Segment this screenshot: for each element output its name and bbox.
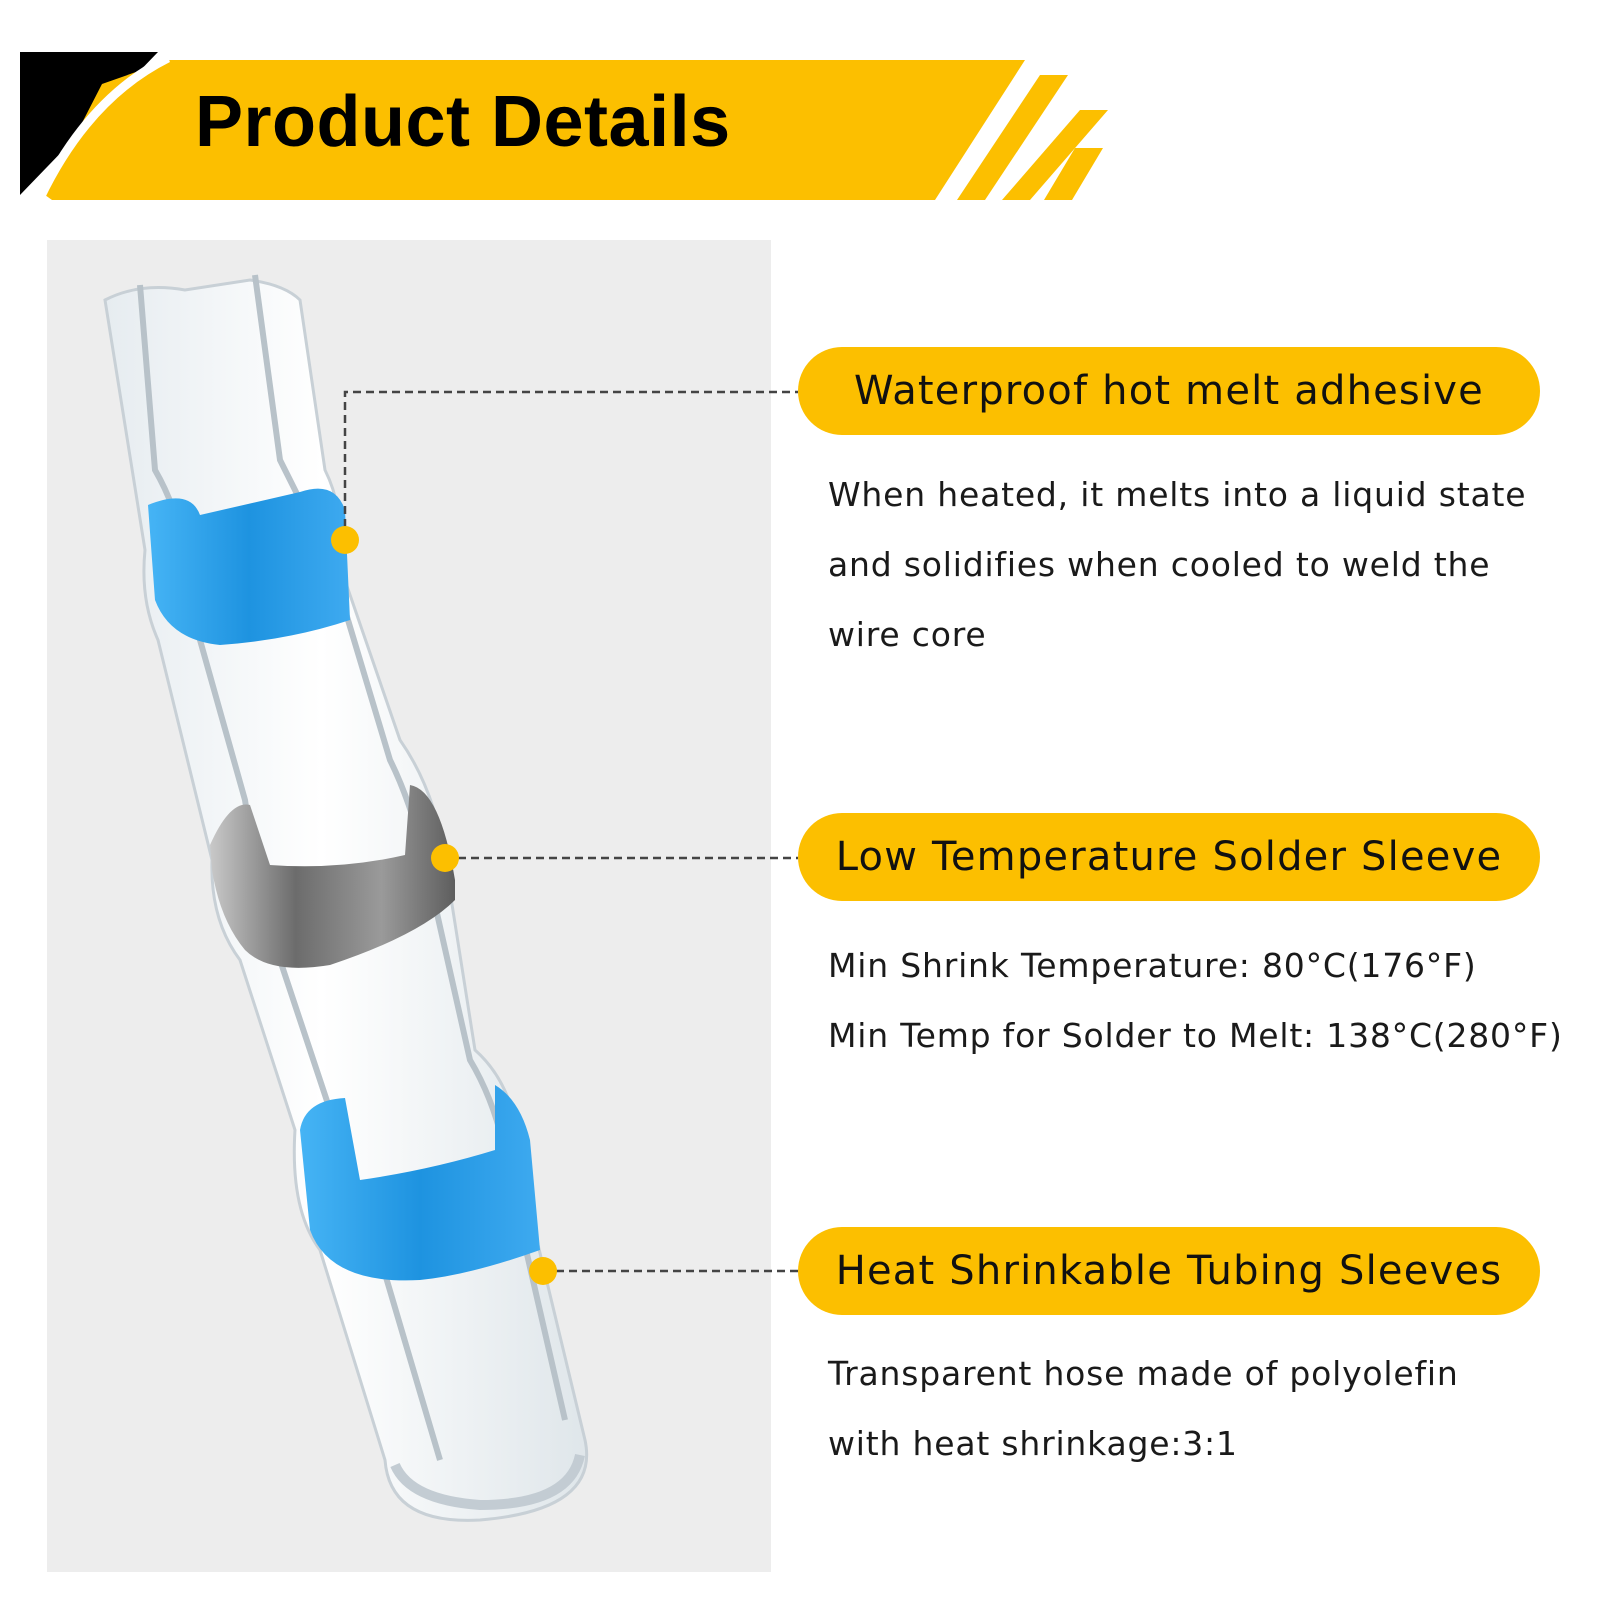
- solder-ring: [210, 785, 455, 968]
- callout-label-solder: Low Temperature Solder Sleeve: [798, 813, 1540, 901]
- callout-label-text: Heat Shrinkable Tubing Sleeves: [835, 1248, 1503, 1294]
- marker-dot-tubing: [529, 1257, 557, 1285]
- description-line: and solidifies when cooled to weld the: [828, 545, 1491, 584]
- callout-label-text: Waterproof hot melt adhesive: [854, 368, 1484, 414]
- callout-description-solder: Min Shrink Temperature: 80°C(176°F) Min …: [828, 931, 1588, 1071]
- banner-stripe-2: [1002, 110, 1108, 200]
- description-line: wire core: [828, 615, 987, 654]
- description-line: When heated, it melts into a liquid stat…: [828, 475, 1527, 514]
- banner-yellow-band: [45, 60, 1025, 200]
- marker-dot-solder: [431, 844, 459, 872]
- header-banner: [20, 52, 1108, 200]
- adhesive-ring-top: [148, 488, 350, 645]
- callout-description-adhesive: When heated, it melts into a liquid stat…: [828, 460, 1588, 670]
- tube-bottom-opening: [390, 1453, 585, 1511]
- banner-white-divider: [35, 53, 171, 200]
- adhesive-ring-bottom: [300, 1085, 540, 1281]
- banner-stripe-1: [957, 75, 1068, 200]
- banner-stripe-3: [1044, 148, 1103, 200]
- callout-label-text: Low Temperature Solder Sleeve: [835, 834, 1503, 880]
- description-line: Transparent hose made of polyolefin: [828, 1354, 1459, 1393]
- description-line: Min Shrink Temperature: 80°C(176°F): [828, 946, 1477, 985]
- description-line: with heat shrinkage:3:1: [828, 1424, 1238, 1463]
- description-line: Min Temp for Solder to Melt: 138°C(280°F…: [828, 1016, 1563, 1055]
- callout-label-adhesive: Waterproof hot melt adhesive: [798, 347, 1540, 435]
- leader-line-adhesive: [343, 390, 798, 540]
- page-title: Product Details: [195, 82, 731, 162]
- marker-dot-adhesive: [331, 526, 359, 554]
- callout-description-tubing: Transparent hose made of polyolefin with…: [828, 1339, 1588, 1479]
- callout-label-tubing: Heat Shrinkable Tubing Sleeves: [798, 1227, 1540, 1315]
